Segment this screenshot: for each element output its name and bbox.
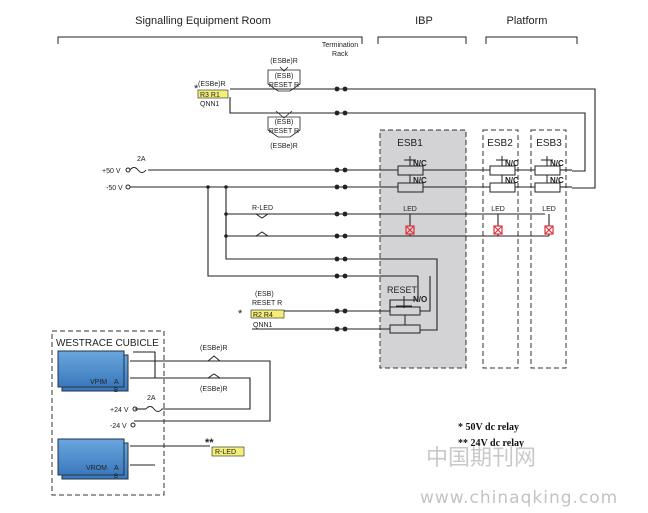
r-led-box-highlight	[211, 446, 245, 457]
qnn1-top-label: QNN1	[200, 101, 220, 108]
esb1-nc-2: N/C	[413, 176, 427, 185]
esbe-r-b-label: (ESBe)R	[200, 386, 228, 393]
esbe-r-top-label: (ESBe)R	[270, 58, 298, 65]
esbe-r-below-label: (ESBe)R	[270, 143, 298, 150]
r3-r1-highlight	[197, 89, 229, 99]
wires	[130, 88, 596, 466]
note-24v: ** 24V dc relay	[458, 438, 524, 449]
bracket-signalling-room	[57, 36, 363, 44]
platform-panel-esb2	[482, 129, 519, 369]
bracket-platform	[485, 36, 578, 44]
platform-panel-esb3	[530, 129, 567, 369]
esb2-nc-2: N/C	[505, 176, 519, 185]
esb-reset-relay-top	[267, 69, 301, 92]
contact-symbol-top	[279, 66, 289, 72]
section-headers: Signalling Equipment Room IBP Platform T…	[57, 15, 578, 58]
esbe-r-a-label: (ESBe)R	[200, 345, 228, 352]
header-signalling-room: Signalling Equipment Room	[135, 15, 271, 27]
westrace-border	[51, 330, 165, 496]
top-relays: (ESBe)R (ESB) RESET R * (ESBe)R R3 R1 QN…	[194, 58, 301, 150]
westrace-cubicle: WESTRACE CUBICLE VPIM A B VROM A B (ESBe…	[51, 330, 245, 496]
star-marker-mid: *	[238, 308, 243, 320]
westrace-fuse-label: 2A	[147, 395, 156, 402]
esb-bot-box-line2: RESET R	[269, 128, 299, 135]
fuse-symbol	[129, 167, 147, 173]
vrom-module	[57, 438, 125, 476]
header-ibp: IBP	[415, 15, 433, 27]
esb1-nc-1: N/C	[413, 159, 427, 168]
note-50v: * 50V dc relay	[458, 422, 519, 433]
esb2-label: ESB2	[487, 138, 513, 149]
bracket-ibp	[377, 36, 467, 44]
reset-no-label: N/O	[413, 295, 427, 304]
reset-contacts	[389, 296, 421, 334]
power-feed: 2A +50 V -50 V R-LED	[102, 156, 273, 237]
termination-terminals	[206, 86, 348, 332]
esb1-led-icon	[405, 225, 415, 235]
minus50-label: -50 V	[106, 185, 123, 192]
esb2-led-label: LED	[491, 206, 505, 213]
esb3-led-icon	[544, 225, 554, 235]
esb3-nc-1: N/C	[550, 159, 564, 168]
esb-reset-label-2: RESET R	[252, 300, 282, 307]
esb-panels: ESB1 ESB2 ESB3 N/C N/C N/C N/C N/C N/C L…	[387, 138, 564, 334]
vrom-label: VROM	[86, 465, 107, 472]
qnn1-bottom-label: QNN1	[253, 322, 273, 329]
r2-r4-label: R2 R4	[253, 312, 273, 319]
esb1-led-label: LED	[403, 206, 417, 213]
vpim-port-b: B	[114, 388, 118, 394]
esb-reset-label-1: (ESB)	[255, 291, 274, 298]
r-led-contact-2	[255, 231, 269, 237]
plus24-label: +24 V	[110, 407, 129, 414]
vrom-port-a: A	[114, 465, 119, 472]
r-led-contact	[255, 213, 269, 219]
plus50-terminal	[125, 167, 131, 173]
r-led-box-label: R-LED	[215, 449, 236, 456]
esb3-led-label: LED	[542, 206, 556, 213]
vrom-port-b: B	[114, 474, 118, 480]
vpim-label: VPIM	[90, 379, 107, 386]
esb3-label: ESB3	[536, 138, 562, 149]
esb-bot-box-line1: (ESB)	[275, 119, 294, 126]
esb2-led-icon	[493, 225, 503, 235]
plus50-label: +50 V	[102, 168, 121, 175]
esbe-contact-a	[207, 355, 221, 362]
esb2-nc-1: N/C	[505, 159, 519, 168]
termination-label-2: Rack	[332, 51, 348, 58]
header-platform: Platform	[507, 15, 548, 27]
fuse-2a-label: 2A	[137, 156, 146, 163]
esb-top-box-line1: (ESB)	[275, 73, 294, 80]
reset-label: RESET	[387, 285, 418, 295]
esb-reset-relay-bottom	[267, 116, 301, 138]
reset-relay-labels: * (ESB) RESET R R2 R4 QNN1	[238, 291, 285, 329]
r2-r4-highlight	[250, 309, 285, 319]
westrace-fuse-symbol	[145, 406, 178, 412]
star-marker-top: *	[194, 83, 199, 95]
esbe-contact-b	[207, 373, 221, 379]
minus24-label: -24 V	[110, 423, 127, 430]
plus24-terminal	[132, 406, 138, 412]
r3-r1-label: R3 R1	[200, 92, 220, 99]
watermark-url: www.chinaqking.com	[420, 488, 618, 508]
esbe-r-left-label: (ESBe)R	[198, 81, 226, 88]
esb-top-box-line2: RESET R	[269, 82, 299, 89]
esb1-label: ESB1	[397, 138, 423, 149]
watermark-cn: 中国期刊网	[426, 446, 536, 471]
westrace-title: WESTRACE CUBICLE	[56, 338, 159, 349]
double-star-marker: **	[205, 437, 214, 449]
vpim-module	[57, 350, 125, 388]
vpim-port-a: A	[114, 379, 119, 386]
minus50-terminal	[125, 184, 131, 190]
r-led-label: R-LED	[252, 205, 273, 212]
termination-label-1: Termination	[322, 42, 358, 49]
esb3-nc-2: N/C	[550, 176, 564, 185]
minus24-terminal	[130, 422, 136, 428]
